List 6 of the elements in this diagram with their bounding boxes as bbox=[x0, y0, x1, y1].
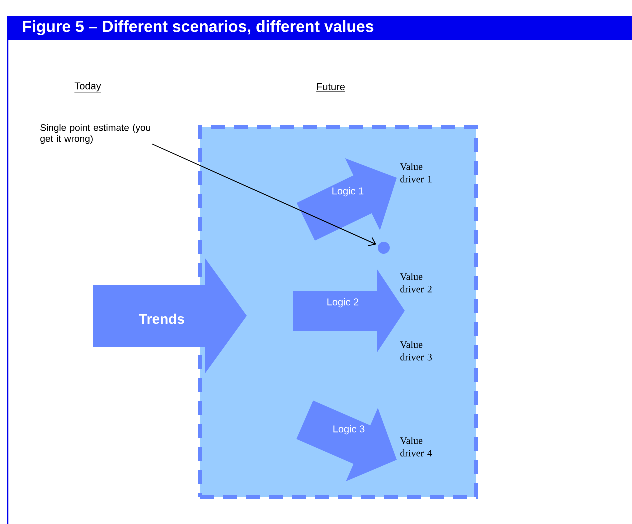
leader-line bbox=[152, 144, 377, 246]
column-heading: Future bbox=[316, 84, 346, 92]
callout-text: Single point estimate (you get it wrong) bbox=[40, 124, 150, 144]
title-bar: Figure 5 – Different scenarios, different values bbox=[7, 16, 632, 40]
column-heading: Today bbox=[74, 82, 102, 94]
dot bbox=[378, 242, 390, 254]
